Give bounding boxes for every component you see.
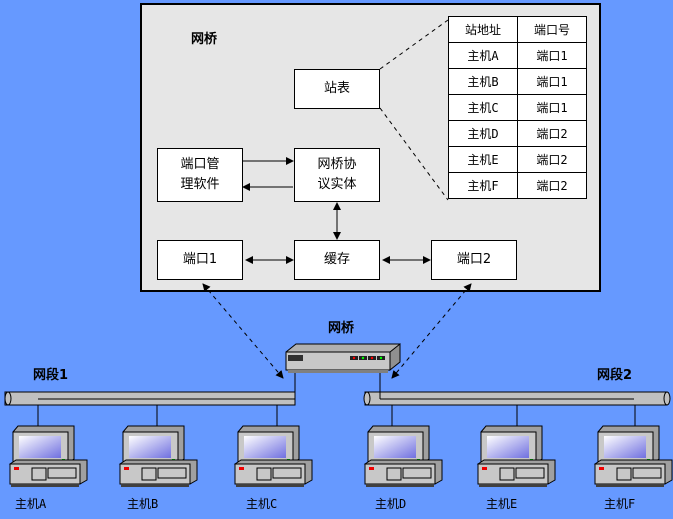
port-management-software-box: 端口管 理软件 [157,148,243,202]
cell-port: 端口2 [517,172,587,199]
segment1-bus [4,391,296,406]
segment2-label: 网段2 [597,368,633,383]
station-table-box: 站表 [294,69,380,109]
cell-port: 端口2 [517,146,587,173]
cell-port: 端口1 [517,42,587,69]
dashed-port2-link [391,283,472,379]
port2-box: 端口2 [431,240,517,280]
host-label: 主机D [375,497,407,511]
host-label: 主机F [604,497,636,511]
host-label: 主机B [127,497,159,511]
segment1-label: 网段1 [33,368,69,383]
dashed-port1-link [202,283,284,379]
bridge-device-label: 网桥 [328,321,355,336]
segment2-bus [363,391,671,406]
computer-icon [8,425,88,487]
port1-box: 端口1 [157,240,243,280]
buffer-box: 缓存 [294,240,380,280]
station-table-header: 站地址 端口号 [448,16,587,43]
cell-host: 主机D [448,120,518,147]
panel-title: 网桥 [191,32,218,47]
computer-icon [233,425,313,487]
cell-host: 主机E [448,146,518,173]
header-port-number: 端口号 [517,16,587,43]
dashed-connector [379,19,449,70]
bridge-device-icon [285,342,401,399]
cell-port: 端口2 [517,120,587,147]
cell-host: 主机C [448,94,518,121]
header-station-address: 站地址 [448,16,518,43]
host-label: 主机A [15,497,47,511]
host-label: 主机E [486,497,518,511]
computer-icon [118,425,198,487]
computer-icon [593,425,673,487]
cell-host: 主机A [448,42,518,69]
computer-icon [476,425,556,487]
computer-icon [363,425,443,487]
dashed-connector [379,107,449,201]
cell-port: 端口1 [517,68,587,95]
cell-host: 主机B [448,68,518,95]
cell-host: 主机F [448,172,518,199]
cell-port: 端口1 [517,94,587,121]
host-label: 主机C [246,497,278,511]
bridge-protocol-entity-box: 网桥协 议实体 [294,148,380,202]
